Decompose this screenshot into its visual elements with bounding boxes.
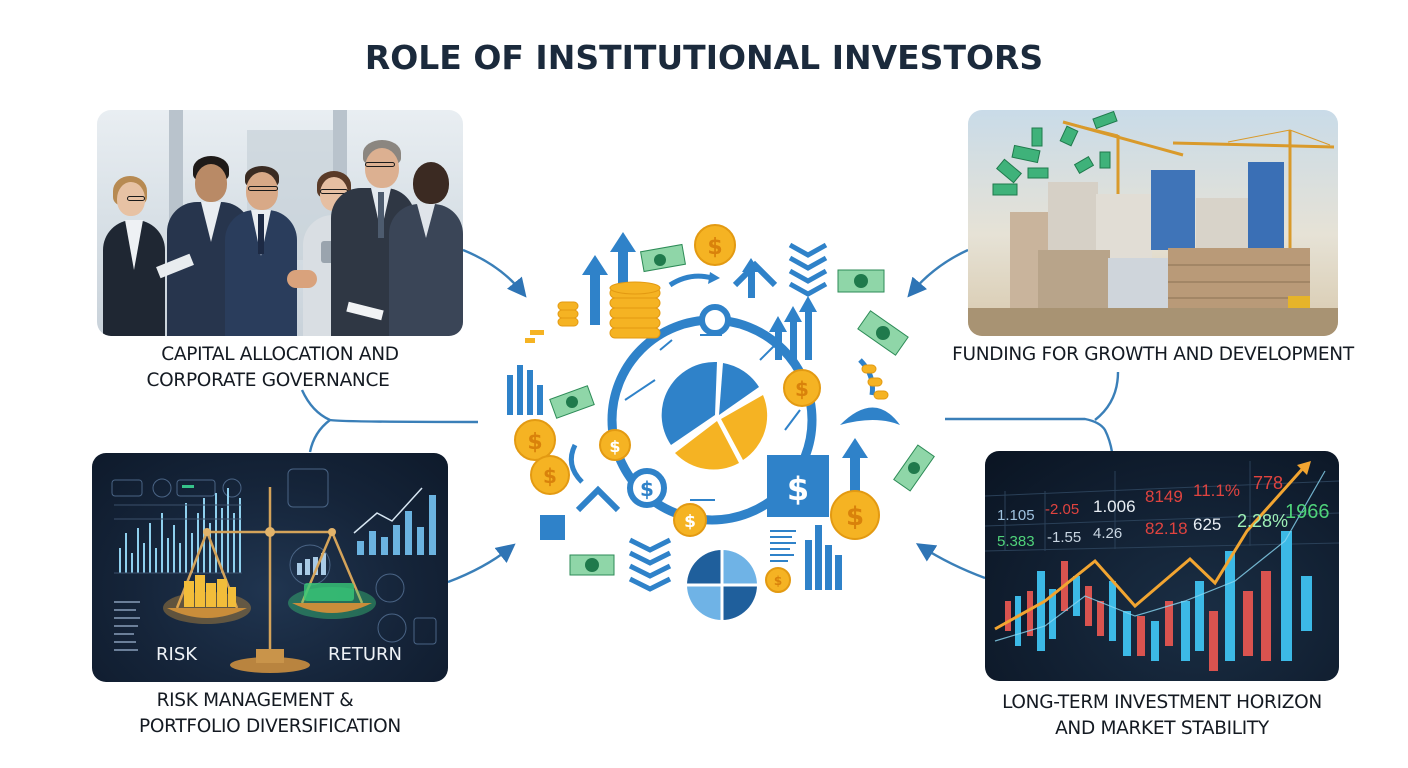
- page-title: ROLE OF INSTITUTIONAL INVESTORS: [364, 38, 1044, 77]
- return-label: RETURN: [328, 644, 403, 665]
- central-finance-hub: $ $ $ $ $ $ $ $ $ $: [490, 210, 940, 630]
- caption-line: FUNDING FOR GROWTH AND DEVELOPMENT: [952, 344, 1354, 365]
- caption-line: AND MARKET STABILITY: [1055, 718, 1269, 739]
- risk-label: RISK: [156, 644, 198, 665]
- caption-line: LONG-TERM INVESTMENT HORIZON: [1002, 692, 1322, 713]
- ticker-value: -2.05: [1045, 501, 1080, 518]
- ticker-value: -1.55: [1047, 529, 1082, 546]
- panel-capital-allocation-image: [97, 110, 463, 336]
- svg-text:$: $: [795, 377, 809, 401]
- ticker-value: 1966: [1285, 501, 1330, 523]
- ticker-value: 11.1%: [1193, 481, 1240, 500]
- finance-icon-cluster: $ $ $ $ $ $ $ $ $ $: [507, 224, 935, 620]
- caption-risk-management: RISK MANAGEMENT & PORTFOLIO DIVERSIFICAT…: [92, 688, 448, 740]
- pie-chart-icon: [661, 361, 768, 470]
- person-icon: [225, 166, 297, 336]
- ticker-value: 8149: [1145, 487, 1183, 506]
- svg-text:$: $: [640, 477, 654, 501]
- caption-line: CORPORATE GOVERNANCE: [146, 370, 390, 391]
- market-chart-icon: [985, 461, 1339, 671]
- caption-line: CAPITAL ALLOCATION AND: [161, 344, 399, 365]
- ticker-value: 1.006: [1093, 497, 1136, 516]
- ticker-value: 625: [1193, 515, 1222, 534]
- svg-text:$: $: [543, 464, 557, 488]
- ticker-value: 2.28%: [1237, 511, 1289, 531]
- ticker-value: 82.18: [1145, 519, 1188, 538]
- caption-funding-growth: FUNDING FOR GROWTH AND DEVELOPMENT: [948, 342, 1358, 368]
- ticker-value: 5.383: [997, 533, 1035, 550]
- dollar-box-icon: [767, 455, 829, 517]
- svg-text:$: $: [609, 437, 620, 456]
- caption-long-term-horizon: LONG-TERM INVESTMENT HORIZON AND MARKET …: [975, 690, 1349, 742]
- svg-text:$: $: [707, 235, 722, 260]
- panel-long-term-horizon-image: 1.105 -2.05 1.006 8149 11.1% 778 5.383 -…: [985, 451, 1339, 681]
- svg-text:$: $: [684, 512, 696, 532]
- ticker-value: 778: [1253, 473, 1284, 493]
- person-icon: [389, 156, 463, 336]
- panel-funding-growth-image: [968, 110, 1338, 336]
- construction-scene-icon: [968, 110, 1338, 336]
- caption-line: PORTFOLIO DIVERSIFICATION: [139, 716, 401, 737]
- balance-scale-dashboard-icon: [111, 468, 437, 673]
- caption-line: RISK MANAGEMENT &: [156, 690, 354, 711]
- ticker-value: 4.26: [1093, 525, 1123, 542]
- ticker-value: 1.105: [997, 507, 1035, 524]
- person-icon: [103, 176, 165, 336]
- handshake-icon: [287, 270, 317, 288]
- svg-text:$: $: [774, 574, 782, 588]
- quadrant-pie-icon: [687, 550, 757, 620]
- caption-capital-allocation: CAPITAL ALLOCATION AND CORPORATE GOVERNA…: [97, 342, 463, 394]
- svg-text:$: $: [787, 470, 809, 508]
- panel-risk-management-image: RISK RETURN: [92, 453, 448, 682]
- svg-text:$: $: [846, 502, 864, 532]
- svg-text:$: $: [527, 430, 542, 455]
